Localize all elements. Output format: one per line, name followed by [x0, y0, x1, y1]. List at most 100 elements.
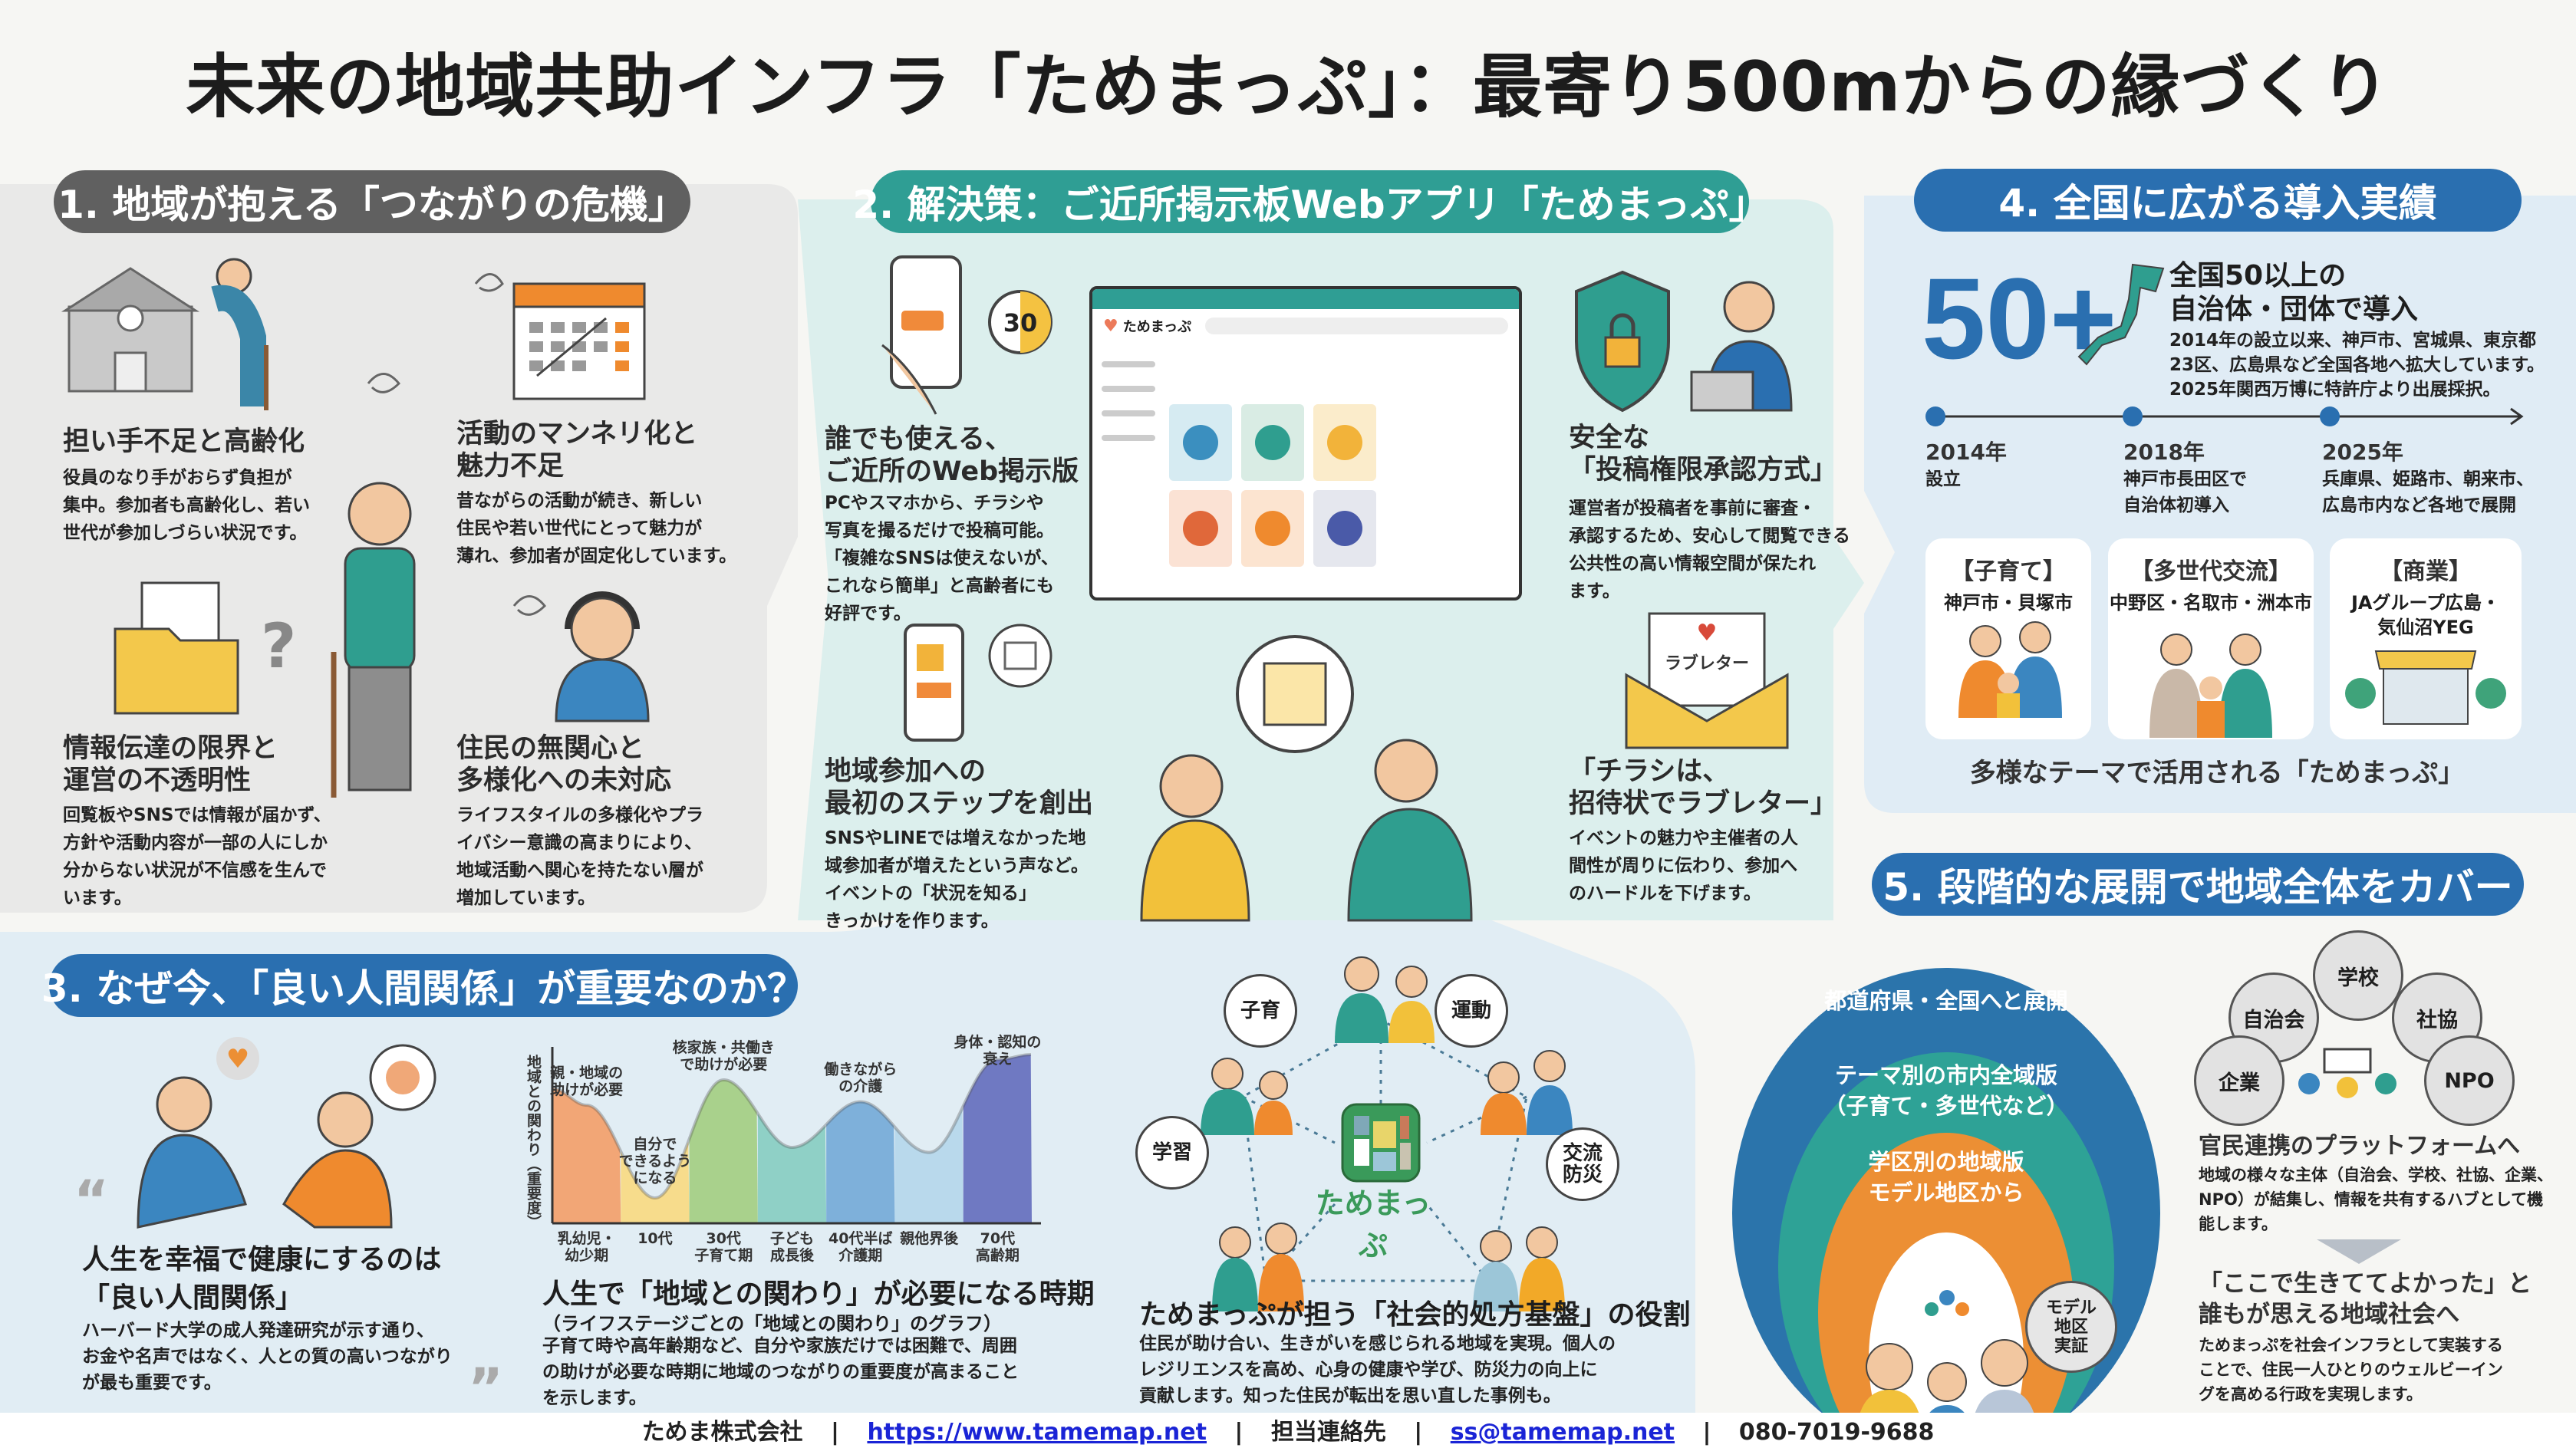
- timeline-year: 2014年: [1925, 439, 2007, 465]
- graph-subtitle: （ライフステージごとの「地域との関わり」のグラフ）: [542, 1313, 1003, 1334]
- heart-logo-icon: ♥: [1103, 316, 1118, 336]
- svg-text:♥: ♥: [1697, 620, 1718, 647]
- svg-text:♥: ♥: [226, 1044, 249, 1074]
- quote-title: 人生を幸福で健康にするのは 「良い人間関係」: [82, 1244, 442, 1314]
- footer-url-link[interactable]: https://www.tamemap.net: [867, 1419, 1207, 1446]
- timer-value: 30: [1003, 308, 1038, 337]
- house-elderly-icon: [61, 258, 268, 410]
- s2-item4-body: イベントの魅力や主催者の人 間性が周りに伝わり、参加へ のハードルを下げます。: [1569, 828, 1798, 903]
- timeline-dot: [1925, 406, 1945, 426]
- chart-area-segment: [757, 1114, 827, 1223]
- stakeholder-bubble-npo: NPO: [2424, 1035, 2515, 1126]
- shop-icon: [2345, 650, 2506, 725]
- footer-separator: |: [831, 1419, 839, 1446]
- folder-question-icon: ?: [114, 581, 296, 715]
- card-places: JAグループ広島・ 気仙沼YEG: [2350, 592, 2501, 638]
- s1-item2-body: 昔ながらの活動が続き、新しい 住民や若い世代にとって魅力が 薄れ、参加者が固定化…: [456, 491, 737, 566]
- footer-email-link[interactable]: ss@tamemap.net: [1450, 1419, 1675, 1446]
- network-body: 住民が助け合い、生きがいを感じられる地域を実現。個人の レジリエンスを高め、心身…: [1139, 1334, 1616, 1406]
- chart-x-tick-label: 10代: [637, 1230, 672, 1247]
- phone-timer-icon: 30: [881, 255, 1052, 415]
- platform-title: 官民連携のプラットフォームへ: [2199, 1133, 2521, 1160]
- multigeneration-icon: [2149, 634, 2272, 738]
- app-tile-grid: [1169, 404, 1376, 567]
- s2-item1-title: 誰でも使える、 ご近所のWeb掲示版: [825, 424, 1079, 487]
- chart-y-label: 地域との関わり（重要度）: [525, 1054, 542, 1229]
- app-mockup-titlebar: [1092, 289, 1519, 309]
- timeline-dot: [2123, 406, 2143, 426]
- chart-annotation: 核家族・共働きで助けが必要: [673, 1038, 775, 1073]
- love-letter-envelope-icon: ♥ ラブレター: [1625, 612, 1789, 749]
- people-group-icon: [1201, 1058, 1293, 1135]
- s1-item1-body: 役員のなり手がおらず負担が 集中。参加者も高齢化し、若い 世代が参加しづらい状況…: [63, 468, 310, 543]
- elderly-man-illustration: [331, 373, 416, 798]
- calendar-icon: [474, 273, 646, 400]
- timeline-item-2025: 2025年 兵庫県、姫路市、朝来市、 広島市内など各地で展開: [2322, 436, 2534, 518]
- chart-area-segment: [963, 1055, 1032, 1223]
- shield-lock-icon: [1575, 270, 1793, 413]
- topic-bubble-childcare: 子育: [1224, 974, 1297, 1048]
- chart-x-tick-label: 子ども成長後: [770, 1230, 815, 1264]
- footer-separator: |: [1414, 1419, 1423, 1446]
- timeline-item-2014: 2014年 設立: [1925, 436, 2007, 492]
- chart-x-tick-label: 30代子育て期: [694, 1230, 753, 1264]
- chart-curve: [552, 1053, 1032, 1200]
- app-tile[interactable]: [1313, 404, 1376, 481]
- section3-header: 3. なぜ今、「良い人間関係」が重要なのか？: [41, 954, 805, 1017]
- chart-area-segment: [894, 1107, 964, 1223]
- goal-title: 「ここで生きててよかった」と 誰もが思える地域社会へ: [2199, 1270, 2532, 1328]
- timeline-year: 2018年: [2123, 439, 2205, 465]
- card-theme: 【子育て】: [1951, 558, 2066, 585]
- community-network-illustration: [1201, 956, 1573, 1311]
- down-arrow-icon: [2317, 1239, 2401, 1264]
- timeline-text: 神戸市長田区で 自治体初導入: [2123, 469, 2247, 515]
- hub-people-icon: [2298, 1048, 2396, 1098]
- headphone-person-icon: [512, 591, 650, 722]
- app-tile[interactable]: [1169, 490, 1232, 567]
- app-mockup-name: ためまっぷ: [1122, 319, 1192, 335]
- goal-body: ためまっぷを社会インフラとして実装する ことで、住民一人ひとりのウェルビーイン …: [2199, 1336, 2503, 1404]
- svg-text:?: ?: [261, 610, 296, 682]
- topic-bubble-exercise: 運動: [1435, 974, 1508, 1048]
- timeline-dot: [2320, 406, 2340, 426]
- ring-label-national: 都道府県・全国へと展開: [1824, 988, 2068, 1014]
- people-group-icon: [1473, 1226, 1565, 1311]
- app-search-bar[interactable]: [1205, 318, 1508, 334]
- ring-label-citywide: テーマ別の市内全域版 （子育て・多世代など）: [1823, 1062, 2069, 1119]
- stakeholder-bubble-company: 企業: [2194, 1035, 2284, 1126]
- cards-caption: 多様なテーマで活用される「ためまっぷ」: [1969, 758, 2465, 788]
- s1-item3-title: 情報伝達の限界と 運営の不透明性: [63, 733, 278, 796]
- chart-annotation: 自分でできるようになる: [619, 1135, 692, 1186]
- app-tile[interactable]: [1241, 490, 1304, 567]
- quote-body: ハーバード大学の成人発達研究が示す通り、 お金や名声ではなく、人との質の高いつな…: [82, 1321, 453, 1393]
- s2-item2-body: 運営者が投稿者を事前に審査・ 承認するため、安心して閲覧できる 公共性の高い情報…: [1569, 499, 1850, 601]
- s1-item2-title: 活動のマンネリ化と 魅力不足: [456, 419, 698, 482]
- timeline-text: 設立: [1925, 469, 1961, 489]
- timeline-text: 兵庫県、姫路市、朝来市、 広島市内など各地で展開: [2322, 469, 2534, 515]
- chart-area-segment: [621, 1141, 690, 1223]
- handshake-illustration: ♥: [137, 1037, 436, 1229]
- chart-annotation: 働きながらの介護: [823, 1061, 897, 1095]
- graph-title: 人生で「地域との関わり」が必要になる時期: [542, 1279, 1095, 1310]
- footer-separator: |: [1234, 1419, 1244, 1446]
- s1-item4-title: 住民の無関心と 多様化への未対応: [456, 733, 672, 796]
- chart-area-segment: [552, 1088, 621, 1223]
- chart-x-tick-label: 乳幼児・幼少期: [558, 1229, 616, 1264]
- app-tile[interactable]: [1169, 404, 1232, 481]
- section5-header: 5. 段階的な展開で地域全体をカバー: [1872, 853, 2524, 916]
- chart-x-tick-label: 親他界後: [900, 1229, 959, 1247]
- case-card-childcare: 【子育て】 神戸市・貝塚市: [1925, 538, 2091, 739]
- chart-x-tick-label: 70代高齢期: [976, 1230, 1020, 1264]
- network-title: ためまっぷが担う「社会的処方基盤」の役割: [1139, 1299, 1691, 1331]
- page-title: 未来の地域共助インフラ「ためまっぷ」：最寄り500mからの縁づくり: [186, 47, 2390, 127]
- chart-x-tick-label: 40代半ば介護期: [828, 1229, 892, 1264]
- app-tile[interactable]: [1241, 404, 1304, 481]
- tamemap-logo-text: ためまっぷ: [1315, 1186, 1431, 1262]
- two-people-talking-illustration: [1140, 635, 1473, 922]
- s2-item4-title: 「チラシは、 招待状でラブレター」: [1569, 756, 1838, 819]
- lead-title: 全国50以上の 自治体・団体で導入: [2169, 260, 2419, 325]
- footer-phone: 080-7019-9688: [1738, 1419, 1935, 1446]
- lead-body: 2014年の設立以来、神戸市、宮城県、東京都 23区、広島県など全国各地へ拡大し…: [2169, 331, 2545, 400]
- app-tile[interactable]: [1313, 490, 1376, 567]
